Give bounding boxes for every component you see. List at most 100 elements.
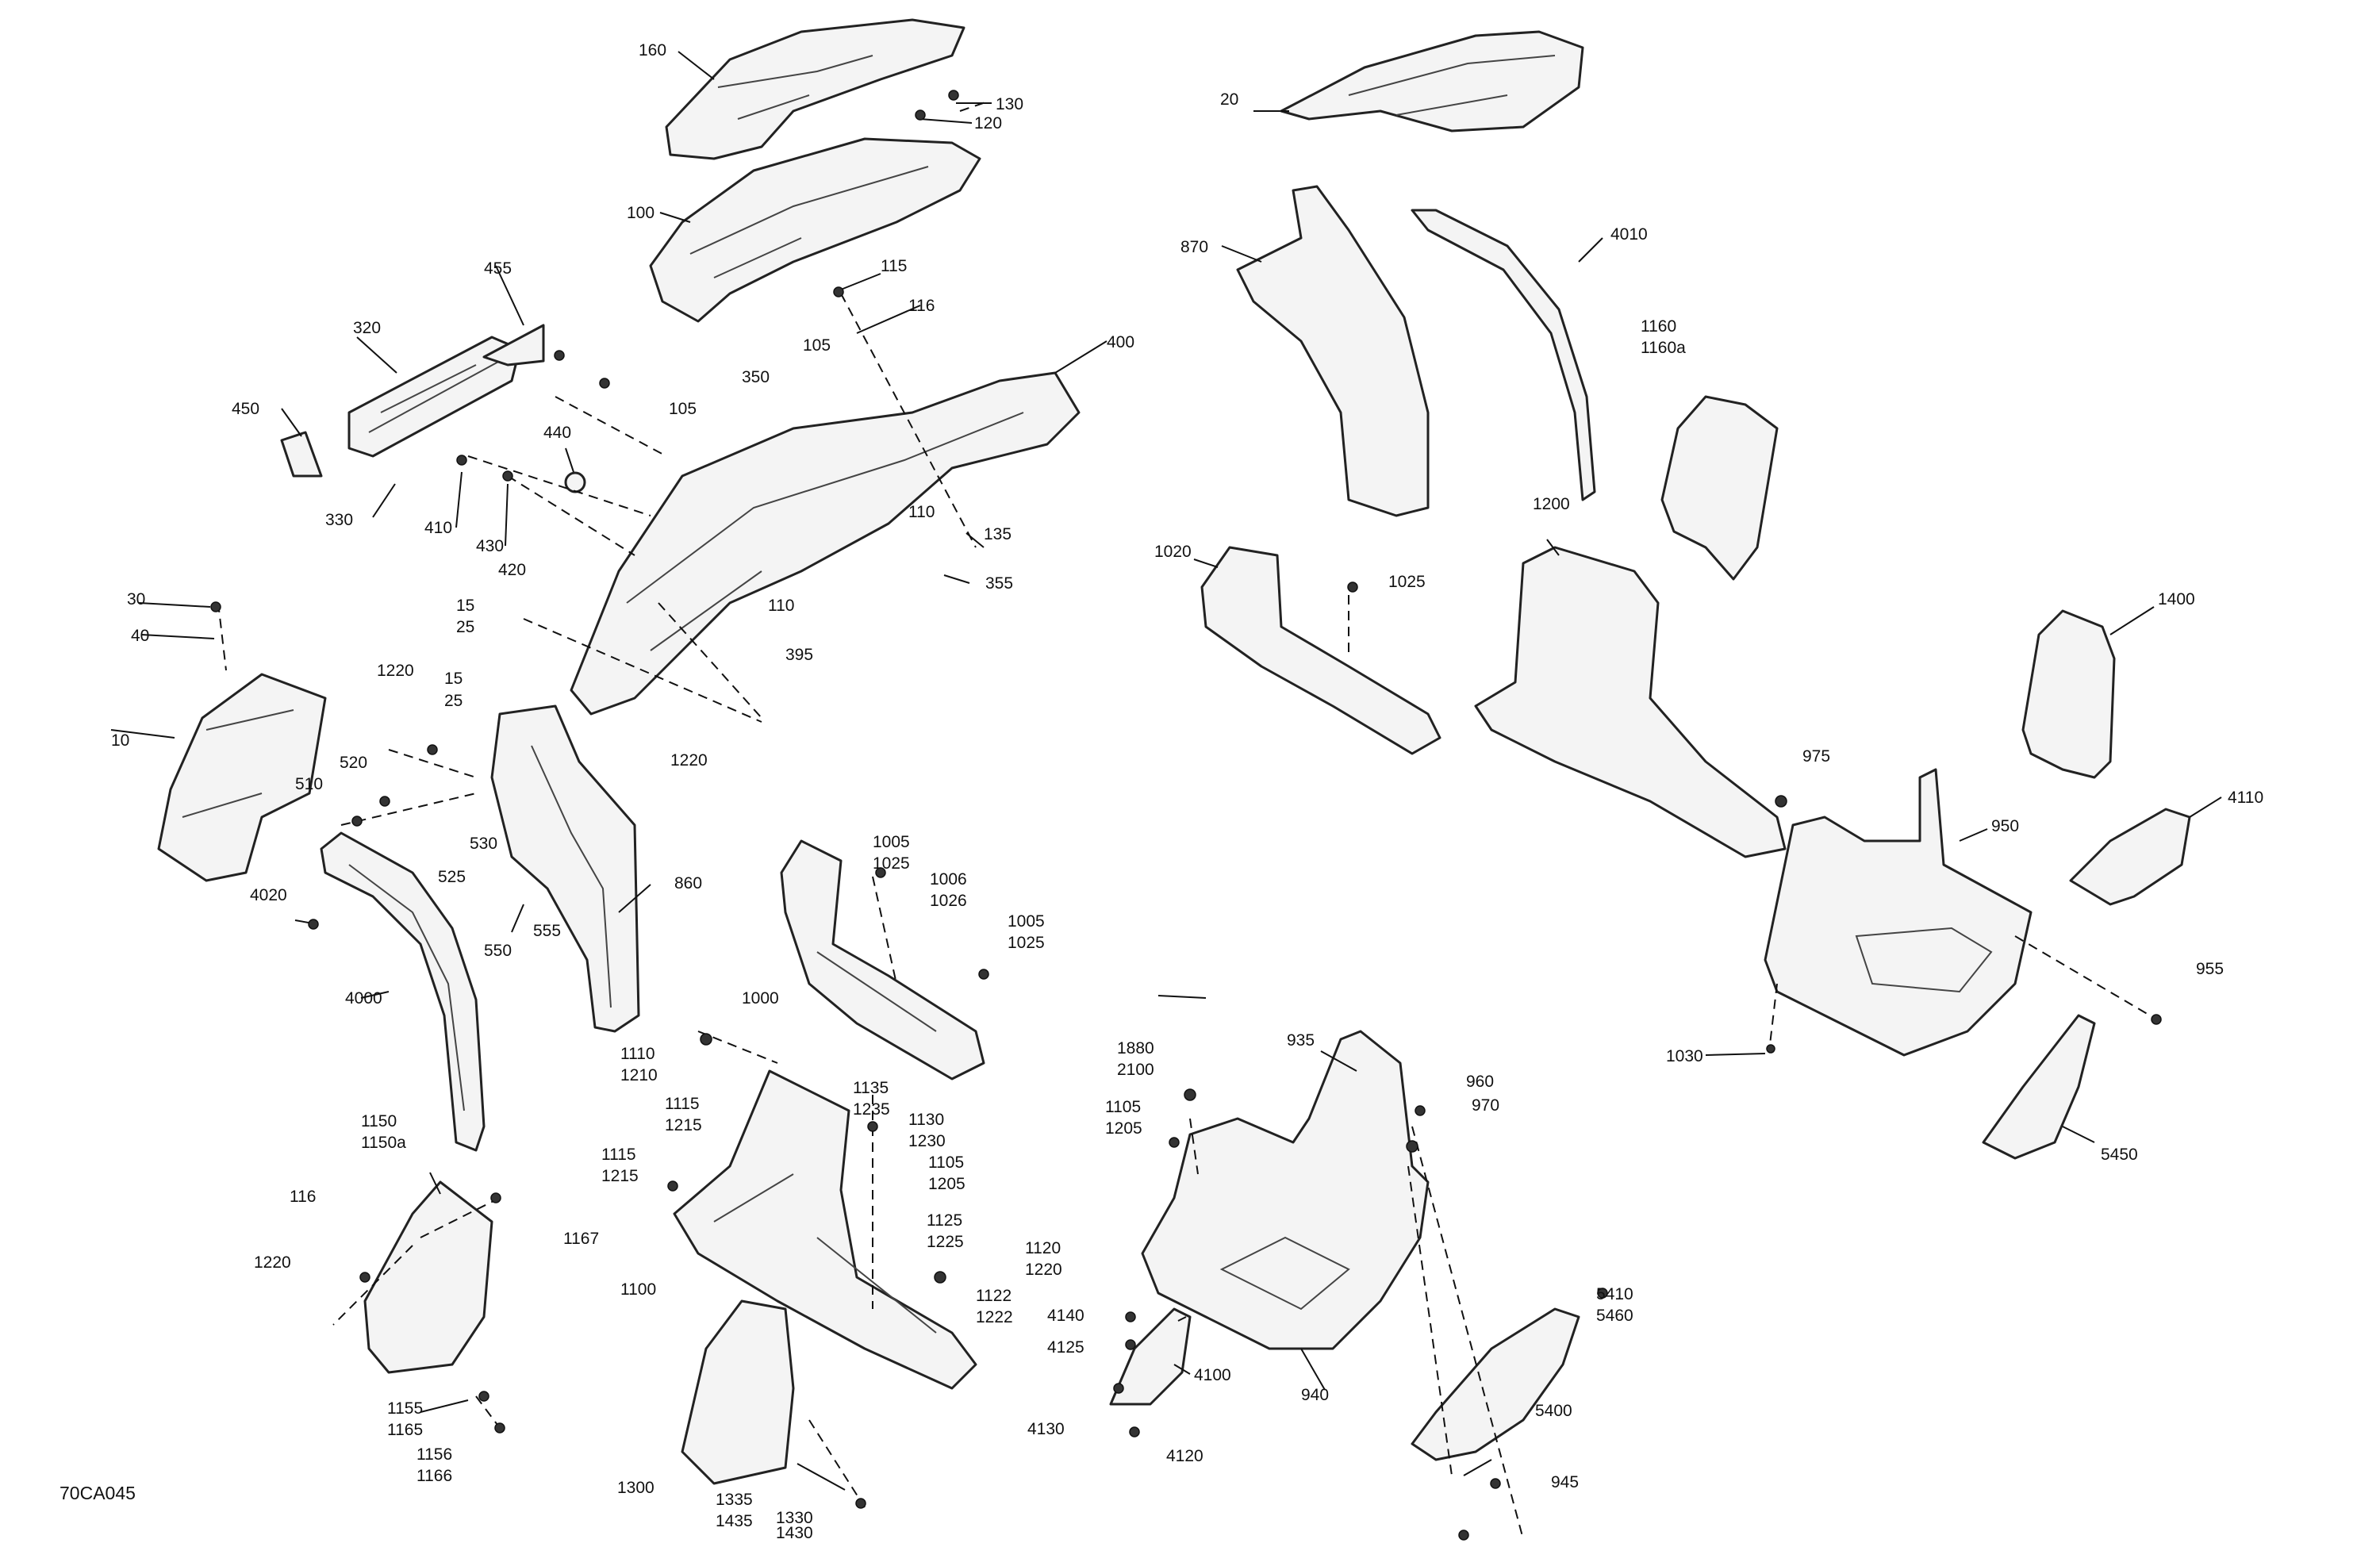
callout-450: 450: [232, 400, 259, 418]
callout-1025c: 1025: [1388, 573, 1426, 591]
callout-1220b: 1220: [670, 751, 708, 770]
part-4010-rail: [1411, 209, 1596, 501]
callout-1200: 1200: [1533, 495, 1570, 513]
callout-1205b: 1205: [1105, 1119, 1142, 1138]
callout-105: 105: [803, 336, 831, 355]
callout-1000: 1000: [742, 989, 779, 1008]
callout-116b: 116: [290, 1188, 316, 1206]
callout-950: 950: [1991, 817, 2019, 835]
callout-975: 975: [1802, 747, 1830, 766]
callout-4120: 4120: [1166, 1447, 1203, 1465]
part-870-pillar: [1236, 185, 1430, 517]
callout-530: 530: [470, 835, 497, 853]
callout-1335: 1335: [716, 1491, 753, 1509]
part-1400-panel: [2021, 609, 2116, 779]
callout-135: 135: [984, 525, 1012, 543]
callout-410: 410: [424, 519, 452, 537]
part-1150-side: [363, 1180, 493, 1374]
callout-970: 970: [1472, 1096, 1499, 1115]
callout-20: 20: [1220, 90, 1238, 109]
leader-lines: [110, 51, 2222, 1491]
callout-25b: 25: [444, 692, 463, 710]
callout-5460: 5460: [1596, 1307, 1633, 1325]
fasteners: [210, 90, 2162, 1541]
callout-105b: 105: [669, 400, 697, 418]
callout-1120: 1120: [1025, 1239, 1061, 1257]
callout-1166: 1166: [416, 1467, 452, 1485]
part-450-panel: [280, 431, 323, 478]
callout-2100: 2100: [1117, 1061, 1154, 1079]
part-1300-lower: [681, 1299, 795, 1485]
callout-1100: 1100: [620, 1280, 656, 1299]
callout-525: 525: [438, 868, 466, 886]
callout-1220c: 1220: [254, 1253, 291, 1272]
callout-1230: 1230: [908, 1132, 946, 1150]
callout-1155: 1155: [387, 1399, 423, 1418]
callout-520: 520: [340, 754, 367, 772]
part-455-panel: [482, 324, 545, 367]
part-950-tray: [1764, 768, 2033, 1057]
callout-935: 935: [1287, 1031, 1315, 1050]
callout-5400: 5400: [1535, 1402, 1572, 1420]
callout-4020: 4020: [250, 886, 287, 904]
part-4100-bracket: [1109, 1307, 1192, 1406]
callout-1167: 1167: [563, 1230, 599, 1248]
callout-1430: 1430: [776, 1524, 813, 1542]
callout-5450: 5450: [2101, 1146, 2138, 1164]
callout-5410: 5410: [1596, 1285, 1633, 1303]
callout-1115: 1115: [665, 1095, 700, 1113]
callout-420: 420: [498, 561, 526, 579]
callout-1020: 1020: [1154, 543, 1192, 561]
part-860-channel: [490, 704, 640, 1033]
callout-1160a: 1160a: [1641, 339, 1686, 357]
callout-455: 455: [484, 259, 512, 278]
callout-1006: 1006: [930, 870, 967, 889]
callout-1165: 1165: [387, 1421, 423, 1439]
callout-4130: 4130: [1027, 1420, 1065, 1438]
callout-440: 440: [543, 424, 571, 442]
callout-510: 510: [295, 775, 323, 793]
callout-15: 15: [456, 597, 474, 615]
callout-1030: 1030: [1666, 1047, 1703, 1065]
callout-115: 115: [881, 257, 907, 275]
part-1160-side: [1660, 395, 1779, 581]
part-10-side-cover: [157, 673, 327, 882]
callout-350: 350: [742, 368, 770, 386]
callout-1122: 1122: [976, 1287, 1012, 1305]
callout-4125: 4125: [1047, 1338, 1084, 1357]
part-4110-bracket: [2069, 808, 2191, 906]
part-440-knob: [564, 471, 586, 493]
callout-1105b: 1105: [1105, 1098, 1141, 1116]
callout-1135: 1135: [853, 1079, 889, 1097]
callout-955: 955: [2196, 960, 2224, 978]
callout-25: 25: [456, 618, 474, 636]
callout-110b: 110: [768, 597, 794, 615]
callout-1222: 1222: [976, 1308, 1013, 1326]
part-1200-floor: [1474, 546, 1787, 858]
callout-940: 940: [1301, 1386, 1329, 1404]
callout-1220d: 1220: [1025, 1261, 1062, 1279]
part-shapes: [157, 18, 2191, 1485]
callout-15b: 15: [444, 670, 463, 688]
callout-1105: 1105: [928, 1153, 964, 1172]
part-4000-rail: [320, 831, 486, 1152]
callout-355: 355: [985, 574, 1013, 593]
callout-120: 120: [974, 114, 1002, 132]
callout-10: 10: [111, 731, 129, 750]
callout-1400: 1400: [2158, 590, 2195, 608]
callout-1210: 1210: [620, 1066, 658, 1084]
callout-1150: 1150: [361, 1112, 397, 1130]
callout-30: 30: [127, 590, 145, 608]
callout-1220: 1220: [377, 662, 414, 680]
part-5450-shield: [1982, 1014, 2096, 1160]
callout-1005b: 1005: [1008, 912, 1045, 931]
callout-550: 550: [484, 942, 512, 960]
callout-1160: 1160: [1641, 317, 1676, 336]
part-1020-sill: [1200, 546, 1441, 755]
callout-320: 320: [353, 319, 381, 337]
callout-555: 555: [533, 922, 561, 940]
callout-1025b: 1025: [1008, 934, 1045, 952]
callout-110: 110: [908, 503, 935, 521]
part-940-tub: [1141, 1030, 1430, 1350]
callout-1156: 1156: [416, 1445, 452, 1464]
